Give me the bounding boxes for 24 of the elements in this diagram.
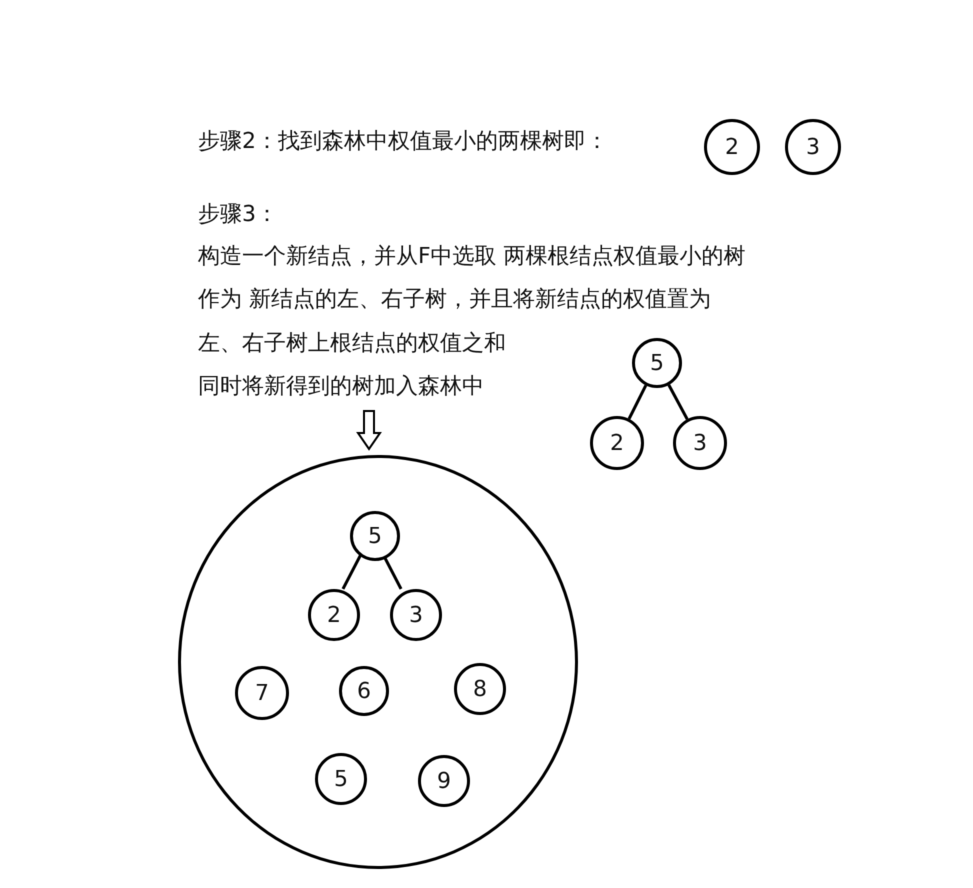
tree-node-circle: 8 [454, 663, 506, 715]
tree-edge [628, 384, 648, 420]
tree-node-circle: 6 [339, 666, 389, 716]
tree-node-circle: 2 [590, 416, 644, 470]
tree-node-circle: 5 [632, 338, 682, 388]
tree-edge [668, 384, 689, 420]
step-text: 作为 新结点的左、右子树，并且将新结点的权值置为 [198, 286, 711, 314]
step-heading: 步骤3： [198, 201, 278, 229]
tree-node-circle: 5 [315, 753, 367, 805]
tree-node-circle: 2 [308, 589, 360, 641]
tree-node-circle: 3 [673, 416, 727, 470]
tree-node-circle: 2 [704, 119, 760, 175]
tree-node-circle: 3 [390, 589, 442, 641]
tree-node-circle: 9 [418, 755, 470, 807]
step-text: 构造一个新结点，并从F中选取 两棵根结点权值最小的树 [198, 243, 746, 271]
hollow-arrow [356, 410, 382, 451]
step-heading: 步骤2：找到森林中权值最小的两棵树即： [198, 128, 608, 156]
step-text: 左、右子树上根结点的权值之和 [198, 330, 506, 358]
tree-node-circle: 7 [235, 666, 289, 720]
tree-node-circle: 5 [350, 511, 400, 561]
step-text: 同时将新得到的树加入森林中 [198, 373, 484, 401]
tree-node-circle: 3 [785, 119, 841, 175]
forest-circle [178, 455, 578, 869]
tree-edge [342, 554, 362, 590]
